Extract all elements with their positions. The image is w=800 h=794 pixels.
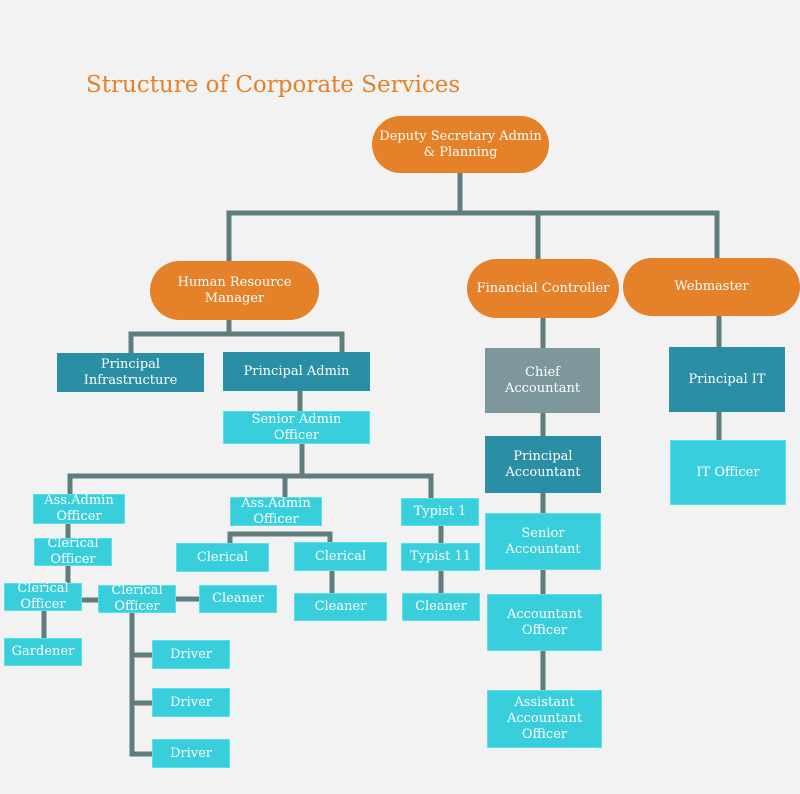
node-webmaster: Webmaster	[623, 258, 800, 316]
node-driver-2: Driver	[152, 688, 230, 717]
node-it-officer: IT Officer	[670, 440, 786, 505]
node-senior-admin-officer: Senior Admin Officer	[223, 411, 370, 444]
node-accountant-officer: Accountant Officer	[487, 594, 602, 651]
node-clerical-officer-2: Clerical Officer	[4, 581, 82, 612]
node-financial-controller: Financial Controller	[467, 259, 619, 318]
node-clerical-1: Clerical	[176, 543, 269, 572]
node-clerical-officer-3: Clerical Officer	[98, 583, 176, 614]
node-principal-it: Principal IT	[669, 347, 785, 412]
node-principal-infrastructure: Principal Infrastructure	[57, 353, 204, 392]
node-senior-accountant: Senior Accountant	[485, 513, 601, 570]
node-gardener: Gardener	[4, 638, 82, 666]
node-cleaner-3: Cleaner	[402, 593, 480, 621]
node-chief-accountant: Chief Accountant	[485, 348, 600, 413]
node-driver-3: Driver	[152, 739, 230, 768]
node-typist-11: Typist 11	[401, 543, 480, 571]
node-principal-admin: Principal Admin	[223, 352, 370, 391]
node-cleaner-2: Cleaner	[294, 593, 387, 621]
node-hr-manager: Human Resource Manager	[150, 261, 319, 320]
node-ass-admin-officer-1: Ass.Admin Officer	[33, 493, 125, 524]
node-deputy-secretary: Deputy Secretary Admin & Planning	[372, 116, 549, 173]
node-clerical-2: Clerical	[294, 542, 387, 571]
node-cleaner-1: Cleaner	[199, 585, 277, 613]
node-principal-accountant: Principal Accountant	[485, 436, 601, 493]
node-typist-1: Typist 1	[401, 498, 479, 526]
node-clerical-officer-1: Clerical Officer	[34, 536, 112, 567]
node-assistant-accountant-officer: Assistant Accountant Officer	[487, 690, 602, 748]
chart-title: Structure of Corporate Services	[86, 72, 461, 98]
node-ass-admin-officer-2: Ass.Admin Officer	[230, 496, 322, 527]
node-driver-1: Driver	[152, 640, 230, 669]
